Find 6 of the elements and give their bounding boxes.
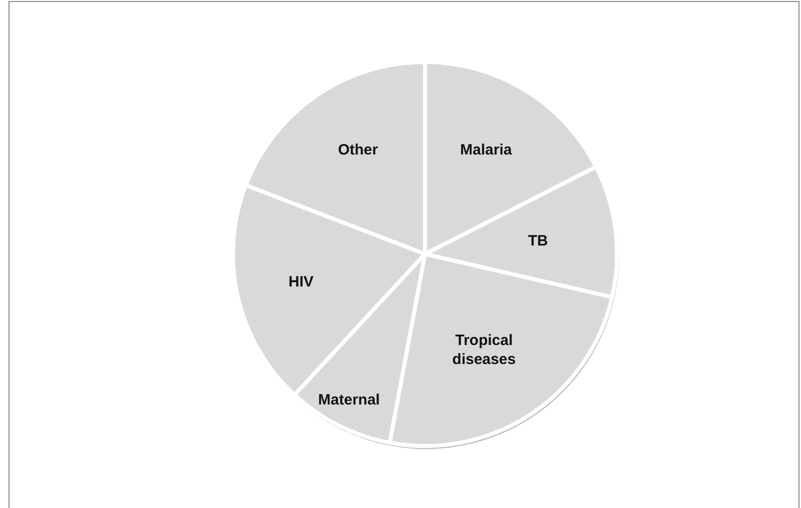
slice-label: Tropical diseases xyxy=(451,331,517,369)
slice-label: HIV xyxy=(287,272,314,292)
slice-label: TB xyxy=(527,232,549,250)
slice-label: Malaria xyxy=(459,140,513,160)
slice-label: Other xyxy=(336,140,379,160)
slice-label: Maternal xyxy=(317,390,381,410)
